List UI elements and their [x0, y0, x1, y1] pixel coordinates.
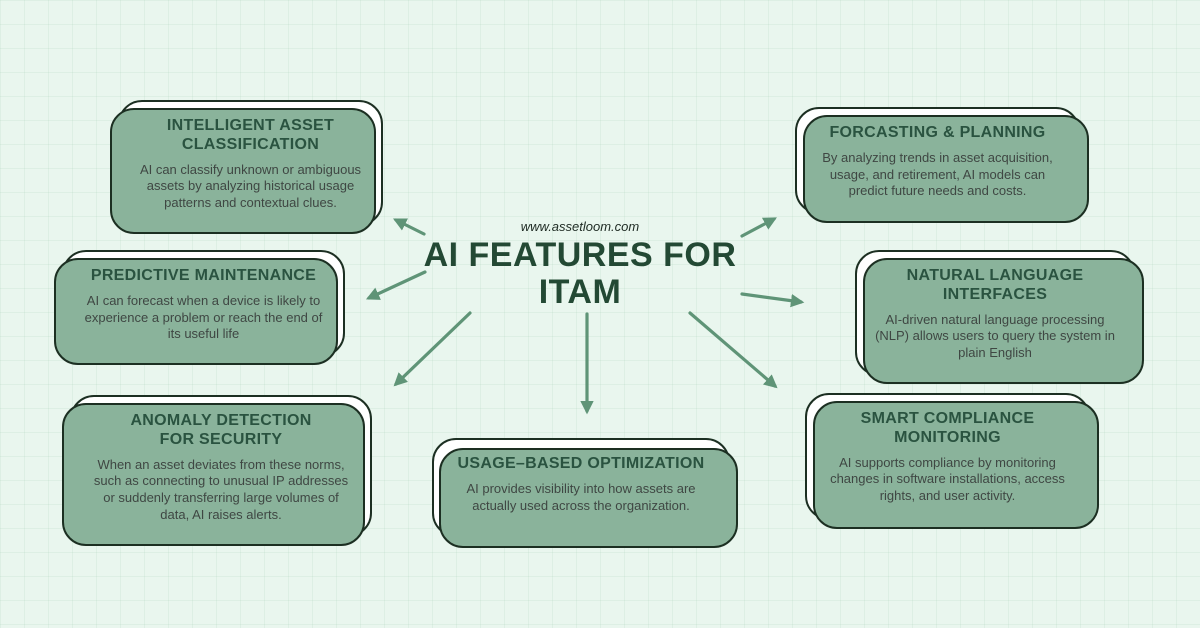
- feature-card-body: By analyzing trends in asset acquisition…: [822, 149, 1053, 199]
- arrow-to-compliance-icon: [688, 311, 778, 389]
- feature-card-body: AI-driven natural language processing (N…: [875, 311, 1115, 360]
- feature-card-title: FORCASTING & PLANNING: [829, 124, 1046, 141]
- feature-card-body: AI can classify unknown or ambiguous ass…: [139, 161, 362, 210]
- arrow-to-maintenance-icon: [365, 270, 427, 300]
- feature-card-body: AI supports compliance by monitoring cha…: [830, 454, 1065, 503]
- feature-card-usage-based-optimization: USAGE–BASED OPTIMIZATION AI provides vis…: [432, 438, 730, 537]
- feature-card-forcasting-planning: FORCASTING & PLANNING By analyzing trend…: [795, 107, 1080, 214]
- center-title-block: www.assetloom.com AI FEATURES FOR ITAM: [418, 219, 742, 311]
- feature-card-intelligent-asset-classification: INTELLIGENT ASSET CLASSIFICATION AI can …: [118, 100, 383, 226]
- website-url: www.assetloom.com: [520, 219, 640, 234]
- arrow-to-nli-icon: [740, 292, 805, 308]
- feature-card-smart-compliance-monitoring: SMART COMPLIANCE MONITORING AI supports …: [805, 393, 1090, 520]
- arrow-to-forecasting-icon: [740, 217, 777, 238]
- feature-card-anomaly-detection: ANOMALY DETECTION FOR SECURITY When an a…: [70, 395, 372, 538]
- feature-card-title: SMART COMPLIANCE MONITORING: [860, 410, 1035, 446]
- feature-card-predictive-maintenance: PREDICTIVE MAINTENANCE AI can forecast w…: [62, 250, 345, 357]
- arrow-to-classification-icon: [392, 218, 426, 236]
- feature-card-title: PREDICTIVE MAINTENANCE: [90, 267, 317, 284]
- feature-card-natural-language-interfaces: NATURAL LANGUAGE INTERFACES AI-driven na…: [855, 250, 1135, 376]
- feature-card-title: NATURAL LANGUAGE INTERFACES: [906, 267, 1084, 303]
- feature-card-title: INTELLIGENT ASSET CLASSIFICATION: [166, 117, 335, 153]
- feature-card-body: AI can forecast when a device is likely …: [84, 292, 323, 342]
- feature-card-body: AI provides visibility into how assets a…: [466, 480, 696, 513]
- feature-card-body: When an asset deviates from these norms,…: [93, 456, 349, 522]
- feature-card-title: ANOMALY DETECTION FOR SECURITY: [130, 412, 312, 448]
- arrow-to-anomaly-icon: [393, 311, 472, 387]
- feature-card-title: USAGE–BASED OPTIMIZATION: [457, 455, 705, 472]
- page-title: AI FEATURES FOR ITAM: [423, 236, 737, 312]
